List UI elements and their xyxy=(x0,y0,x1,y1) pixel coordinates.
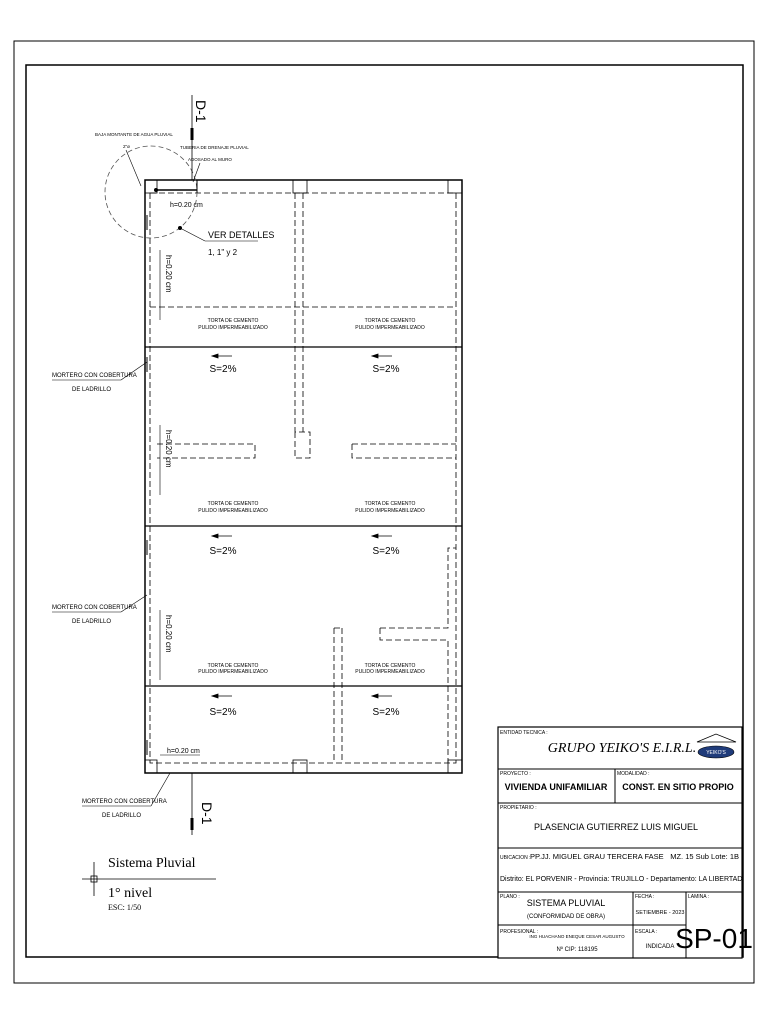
svg-text:TORTA DE CEMENTO: TORTA DE CEMENTO xyxy=(208,663,259,669)
svg-text:TORTA DE CEMENTO: TORTA DE CEMENTO xyxy=(208,318,259,324)
professional-value: ING HUACHANO ENEQUE CESAR AUGUSTO xyxy=(529,934,625,939)
sheet-label: LAMINA : xyxy=(688,894,709,900)
drain-pipe-note: ADOSADO AL MURO xyxy=(188,157,232,162)
logo-text: YEIKO'S xyxy=(706,750,726,756)
svg-text:TORTA DE CEMENTO: TORTA DE CEMENTO xyxy=(365,663,416,669)
svg-text:DE LADRILLO: DE LADRILLO xyxy=(72,387,111,393)
hidden-wall xyxy=(333,627,343,763)
svg-text:DE LADRILLO: DE LADRILLO xyxy=(102,813,141,819)
slab-label: TORTA DE CEMENTO PULIDO IMPERMEABILIZADO xyxy=(198,501,268,514)
svg-text:MORTERO CON COBERTURA: MORTERO CON COBERTURA xyxy=(52,605,137,611)
company-name: GRUPO YEIKO'S E.I.R.L. xyxy=(548,741,696,756)
cip-value: Nº CIP: 118195 xyxy=(556,946,598,953)
modality-label: MODALIDAD : xyxy=(617,771,650,777)
entity-label: ENTIDAD TECNICA : xyxy=(500,730,548,736)
plan-sub: (CONFORMIDAD DE OBRA) xyxy=(527,914,605,920)
date-value: SETIEMBRE - 2023 xyxy=(636,910,685,916)
owner-value: PLASENCIA GUTIERREZ LUIS MIGUEL xyxy=(534,822,698,832)
downspout-sym: 2"ø xyxy=(123,144,130,149)
scale-value: INDICADA xyxy=(646,944,675,950)
slab-label: TORTA DE CEMENTO PULIDO IMPERMEABILIZADO xyxy=(355,663,425,675)
hidden-wall xyxy=(157,443,256,459)
title-block: ENTIDAD TECNICA : GRUPO YEIKO'S E.I.R.L.… xyxy=(497,726,753,959)
downspout-symbol xyxy=(154,188,158,192)
hidden-wall xyxy=(379,547,456,763)
slab-label: TORTA DE CEMENTO PULIDO IMPERMEABILIZADO xyxy=(355,501,425,514)
details-title: VER DETALLES xyxy=(208,230,274,240)
outer-sheet-border xyxy=(13,40,755,984)
slope-label: S=2% xyxy=(210,546,237,557)
slope-label: S=2% xyxy=(210,707,237,718)
professional-label: PROFESIONAL : xyxy=(500,929,538,935)
slab-label: TORTA DE CEMENTO PULIDO IMPERMEABILIZADO xyxy=(355,318,425,331)
svg-text:PULIDO IMPERMEABILIZADO: PULIDO IMPERMEABILIZADO xyxy=(355,325,425,331)
legend-scale: ESC: 1/50 xyxy=(108,903,141,912)
modality-value: CONST. EN SITIO PROPIO xyxy=(622,782,734,792)
lot-value: MZ. 15 Sub Lote: 1B xyxy=(670,852,739,861)
column xyxy=(292,759,308,774)
section-mark-bottom: D-1 xyxy=(199,802,215,825)
column xyxy=(447,179,463,194)
slope-label: S=2% xyxy=(210,364,237,375)
svg-text:PULIDO IMPERMEABILIZADO: PULIDO IMPERMEABILIZADO xyxy=(198,508,268,514)
svg-text:PULIDO IMPERMEABILIZADO: PULIDO IMPERMEABILIZADO xyxy=(355,508,425,514)
outer-wall xyxy=(144,179,463,774)
date-label: FECHA : xyxy=(635,894,654,900)
location-label: UBICACION : xyxy=(500,855,531,861)
legend-level: 1° nivel xyxy=(108,886,152,901)
drain-pipe-callout: TUBERIA DE DRENAJE PLUVIAL xyxy=(180,145,249,150)
column xyxy=(447,759,463,774)
sheet-number: SP-01 xyxy=(675,923,753,954)
downspout-callout: BAJA MONTANTE DE AGUA PLUVIAL xyxy=(95,132,173,137)
owner-label: PROPIETARIO : xyxy=(500,805,537,811)
scale-label: ESCALA : xyxy=(635,929,657,935)
slope-label: S=2% xyxy=(373,364,400,375)
district-value: Distrito: EL PORVENIR - Provincia: TRUJI… xyxy=(500,876,742,883)
drawing-legend: Sistema Pluvial 1° nivel ESC: 1/50 xyxy=(82,856,216,912)
svg-text:DE LADRILLO: DE LADRILLO xyxy=(72,619,111,625)
svg-text:MORTERO CON COBERTURA: MORTERO CON COBERTURA xyxy=(82,799,167,805)
project-label: PROYECTO : xyxy=(500,771,531,777)
column xyxy=(144,759,158,774)
parapet-height-label: h=0.20 cm xyxy=(164,255,173,293)
details-refs: 1, 1" y 2 xyxy=(208,248,238,257)
company-logo: YEIKO'S xyxy=(696,733,737,759)
parapet-height-label: h=0.20 cm xyxy=(164,430,173,468)
column xyxy=(144,179,158,194)
slope-label: S=2% xyxy=(373,546,400,557)
mortar-callout: MORTERO CON COBERTURA DE LADRILLO xyxy=(52,594,148,625)
slab-label: TORTA DE CEMENTO PULIDO IMPERMEABILIZADO xyxy=(198,663,268,675)
plan-value: SISTEMA PLUVIAL xyxy=(527,898,606,908)
location-value: PP.JJ. MIGUEL GRAU TERCERA FASE xyxy=(530,852,664,861)
svg-text:TORTA DE CEMENTO: TORTA DE CEMENTO xyxy=(208,501,259,507)
plan-label: PLANO : xyxy=(500,894,520,900)
section-mark-top: D-1 xyxy=(193,100,209,123)
hidden-wall xyxy=(351,443,456,459)
slope-label: S=2% xyxy=(373,707,400,718)
svg-text:TORTA DE CEMENTO: TORTA DE CEMENTO xyxy=(365,318,416,324)
svg-text:PULIDO IMPERMEABILIZADO: PULIDO IMPERMEABILIZADO xyxy=(198,325,268,331)
detail-circle xyxy=(104,145,198,239)
project-value: VIVIENDA UNIFAMILIAR xyxy=(505,782,608,792)
inner-sheet-border xyxy=(25,64,744,958)
slab-label: TORTA DE CEMENTO PULIDO IMPERMEABILIZADO xyxy=(198,318,268,331)
parapet-height-label: h=0.20 cm xyxy=(164,615,173,653)
mortar-callout: MORTERO CON COBERTURA DE LADRILLO xyxy=(52,361,148,393)
svg-text:PULIDO IMPERMEABILIZADO: PULIDO IMPERMEABILIZADO xyxy=(198,669,268,675)
svg-text:TORTA DE CEMENTO: TORTA DE CEMENTO xyxy=(365,501,416,507)
mortar-callout: MORTERO CON COBERTURA DE LADRILLO xyxy=(82,772,171,819)
column xyxy=(292,179,308,194)
legend-title: Sistema Pluvial xyxy=(108,856,196,871)
svg-text:MORTERO CON COBERTURA: MORTERO CON COBERTURA xyxy=(52,373,137,379)
hidden-wall xyxy=(294,193,311,459)
svg-text:PULIDO IMPERMEABILIZADO: PULIDO IMPERMEABILIZADO xyxy=(355,669,425,675)
parapet-height-label: h=0.20 cm xyxy=(167,748,200,755)
parapet-height-label: h=0.20 cm xyxy=(170,202,203,209)
roof-plan: h=0.20 cm h=0.20 cm h=0.20 cm h=0.20 cm … xyxy=(52,95,463,835)
